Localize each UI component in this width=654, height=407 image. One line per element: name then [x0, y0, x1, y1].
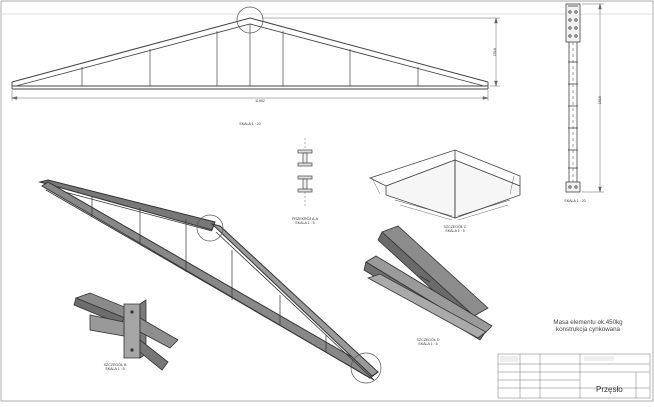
title-block [497, 353, 651, 399]
detail-c-label: SZCZEGÓŁ C SKALA 1 : 5 [430, 225, 480, 233]
mass-note: Masa elementu ok.450kg konstrukcja cynko… [548, 319, 628, 333]
side-view [565, 3, 581, 193]
section-aa-label: PRZEKRÓJ A-A SKALA 1 : 5 [285, 217, 325, 225]
truss-elevation [11, 17, 489, 90]
detail-c-scale: SKALA 1 : 5 [445, 229, 465, 234]
detail-d-label: SZCZEGÓŁ D SKALA 1 : 5 [408, 338, 448, 346]
detail-d-scale: SKALA 1 : 5 [418, 342, 438, 347]
length-dim-text: 11902 [255, 99, 265, 103]
detail-circle-b [236, 6, 264, 34]
detail-c [368, 149, 521, 221]
mass-note-line1: Masa elementu ok.450kg [553, 319, 623, 326]
height-dimension [262, 17, 500, 87]
section-aa-title: PRZEKRÓJ A-A [292, 217, 318, 221]
side-height-dim-text: 1516 [597, 96, 602, 105]
truss-isometric [38, 179, 379, 381]
detail-b-scale: SKALA 1 : 5 [105, 367, 125, 372]
section-aa-scale: SKALA 1 : 5 [295, 221, 315, 226]
side-height-dimension [582, 3, 604, 193]
detail-d [363, 225, 493, 341]
detail-d-title: SZCZEGÓŁ D [416, 338, 440, 342]
height-dim-text: 1516 [492, 48, 497, 57]
detail-circle-c [196, 214, 224, 242]
detail-b-title: SZCZEGÓŁ B [103, 363, 127, 367]
length-dimension [11, 90, 489, 101]
main-view-scale-label: SKALA 1 : 20 [239, 122, 261, 126]
title-block-title: Przęsło [596, 385, 623, 394]
detail-b [73, 292, 179, 371]
detail-circle-d [350, 352, 382, 384]
mass-note-line2: konstrukcja cynkowana [556, 326, 620, 334]
detail-c-title: SZCZEGÓŁ C [443, 225, 467, 229]
side-view-scale-label: SKALA 1 : 20 [564, 199, 586, 203]
detail-b-label: SZCZEGÓŁ B SKALA 1 : 5 [95, 363, 135, 371]
section-aa [297, 138, 313, 206]
